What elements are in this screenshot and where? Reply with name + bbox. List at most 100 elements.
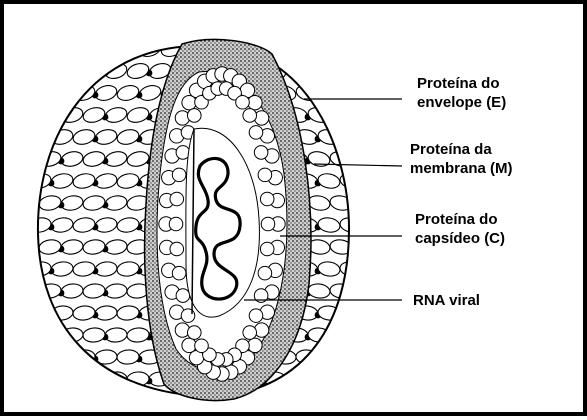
label-envelope-line1: Proteína do — [417, 74, 506, 93]
capsid-bead — [260, 192, 274, 206]
envelope-scale — [373, 194, 397, 212]
envelope-dot — [393, 290, 400, 297]
envelope-scale — [5, 39, 30, 59]
envelope-scale — [94, 305, 117, 321]
envelope-scale — [360, 39, 385, 59]
envelope-scale — [37, 61, 62, 81]
envelope-scale — [51, 349, 74, 365]
envelope-dot — [315, 356, 322, 363]
envelope-scale — [339, 216, 363, 234]
envelope-dot — [403, 268, 410, 275]
envelope-scale — [383, 128, 408, 147]
envelope-scale — [60, 327, 83, 343]
envelope-dot — [14, 158, 21, 165]
capsid-bead — [249, 309, 263, 323]
envelope-scale — [16, 238, 40, 255]
envelope-scale — [39, 371, 62, 386]
envelope-dot — [4, 92, 10, 99]
envelope-dot — [48, 48, 55, 55]
envelope-scale — [4, 283, 18, 300]
envelope-scale — [16, 194, 40, 212]
envelope-scale — [5, 83, 30, 103]
envelope-scale — [72, 305, 95, 321]
capsid-bead — [169, 217, 183, 231]
envelope-scale — [339, 128, 364, 147]
envelope-scale — [362, 349, 385, 365]
envelope-dot — [4, 180, 10, 187]
envelope-dot — [349, 246, 356, 253]
envelope-scale — [352, 371, 375, 386]
envelope-dot — [393, 70, 400, 77]
envelope-dot — [305, 378, 312, 385]
capsid-bead — [172, 168, 186, 182]
envelope-scale — [383, 305, 406, 321]
envelope-scale — [93, 39, 118, 59]
envelope-scale — [372, 61, 397, 81]
envelope-scale — [82, 150, 107, 169]
label-membrane-line2: membrana (M) — [410, 159, 513, 178]
envelope-scale — [396, 371, 419, 386]
envelope-scale — [317, 216, 341, 234]
envelope-dot — [359, 268, 366, 275]
capsid-bead — [236, 95, 250, 109]
envelope-scale — [307, 283, 331, 300]
envelope-scale — [117, 349, 140, 365]
envelope-dot — [349, 158, 356, 165]
envelope-dot — [14, 202, 21, 209]
capsid-bead — [260, 242, 274, 256]
envelope-scale — [338, 39, 363, 59]
envelope-scale — [72, 128, 97, 147]
envelope-dot — [403, 136, 410, 143]
envelope-scale — [316, 83, 341, 103]
envelope-scale — [383, 172, 407, 190]
envelope-scale — [395, 327, 418, 343]
capsid-bead — [249, 126, 263, 140]
envelope-scale — [60, 105, 85, 124]
envelope-scale — [104, 283, 128, 300]
envelope-dot — [136, 48, 143, 55]
envelope-scale — [29, 349, 52, 365]
envelope-scale — [329, 194, 353, 212]
envelope-scale — [59, 61, 84, 81]
envelope-dot — [349, 70, 356, 77]
envelope-scale — [330, 371, 353, 386]
envelope-scale — [4, 194, 18, 212]
label-membrane-line1: Proteína da — [410, 140, 513, 159]
envelope-scale — [373, 327, 396, 343]
envelope-scale — [126, 105, 151, 124]
envelope-scale — [82, 194, 106, 212]
envelope-scale — [373, 283, 397, 300]
envelope-scale — [306, 61, 331, 81]
label-rna-line1: RNA viral — [413, 291, 480, 310]
envelope-dot — [393, 334, 400, 341]
envelope-scale — [338, 83, 363, 103]
envelope-dot — [403, 180, 410, 187]
capsid-bead — [195, 339, 209, 353]
envelope-scale — [82, 238, 106, 255]
envelope-scale — [351, 327, 374, 343]
envelope-scale — [82, 327, 105, 343]
capsid-bead — [258, 168, 272, 182]
envelope-dot — [48, 356, 55, 363]
envelope-dot — [349, 290, 356, 297]
envelope-dot — [48, 136, 55, 143]
capsid-bead — [254, 146, 268, 160]
envelope-scale — [38, 327, 61, 343]
envelope-scale — [307, 105, 332, 124]
envelope-scale — [339, 305, 362, 321]
envelope-scale — [27, 39, 52, 59]
envelope-scale — [373, 238, 397, 255]
envelope-scale — [317, 172, 341, 190]
envelope-dot — [14, 290, 21, 297]
label-rna: RNA viral — [413, 291, 480, 310]
envelope-scale — [6, 216, 30, 234]
envelope-scale — [6, 172, 30, 190]
envelope-scale — [351, 194, 375, 212]
envelope-scale — [284, 61, 309, 81]
envelope-dot — [393, 114, 400, 121]
envelope-scale — [328, 61, 353, 81]
envelope-scale — [28, 128, 53, 147]
envelope-scale — [317, 261, 341, 278]
capsid-bead — [187, 326, 201, 340]
envelope-scale — [382, 39, 407, 59]
